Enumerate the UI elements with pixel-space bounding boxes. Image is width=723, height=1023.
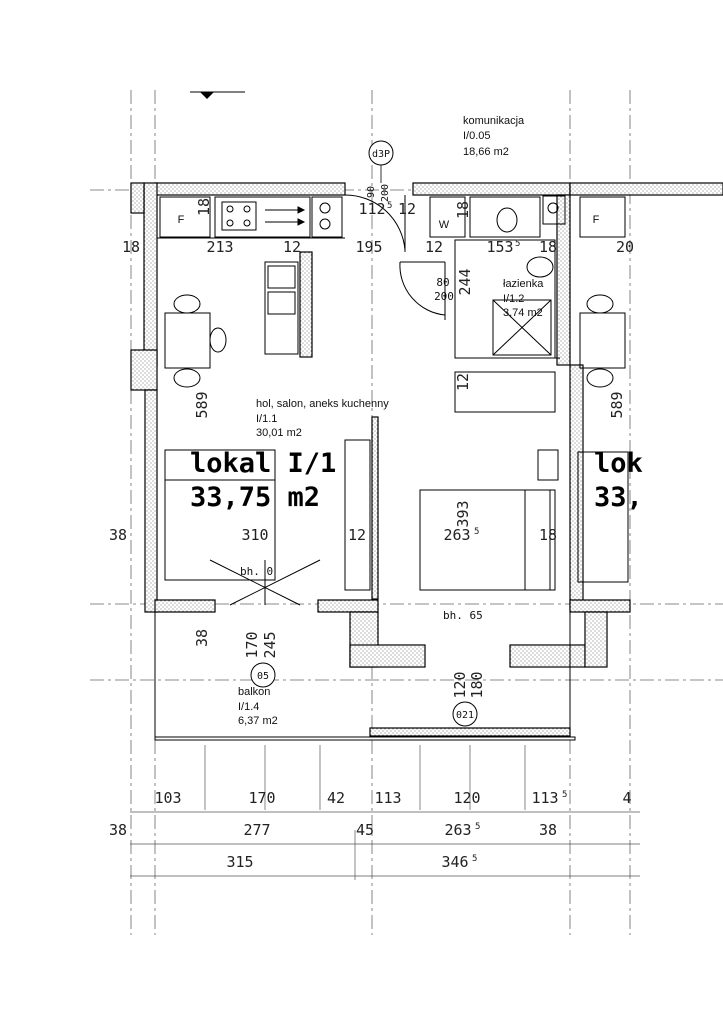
svg-text:195: 195	[355, 238, 382, 256]
dimensions-row-3: 315 346 5	[226, 853, 477, 871]
svg-text:113: 113	[531, 789, 558, 807]
svg-text:90: 90	[366, 186, 377, 198]
svg-text:18: 18	[539, 526, 557, 544]
corridor-code: I/0.05	[463, 130, 491, 142]
window-tag-021: 021	[456, 710, 474, 721]
walls	[130, 182, 723, 737]
living-code: I/1.1	[256, 413, 277, 425]
dining-set-right	[579, 294, 626, 388]
dining-set-left	[164, 294, 227, 388]
dimensions-middle: 38 310 12 263 5 18	[109, 526, 557, 544]
svg-text:310: 310	[241, 526, 268, 544]
vents	[319, 202, 559, 230]
corridor-area: 18,66 m2	[463, 146, 509, 158]
sink	[267, 207, 554, 315]
svg-text:18: 18	[454, 201, 472, 219]
balcony-grid	[130, 745, 640, 880]
svg-text:12: 12	[398, 200, 416, 218]
balcony-area: 6,37 m2	[238, 715, 278, 727]
svg-text:153: 153	[486, 238, 513, 256]
unit-area: 33,75 m2	[190, 482, 320, 513]
svg-text:4: 4	[622, 789, 631, 807]
dimensions-row-2: 38 277 45 263 5 38	[109, 821, 557, 839]
svg-text:113: 113	[374, 789, 401, 807]
svg-text:245: 245	[261, 631, 279, 658]
washer-label: W	[439, 219, 450, 231]
svg-text:277: 277	[243, 821, 270, 839]
fridge-label: F	[178, 214, 185, 226]
tag-021: 021	[452, 701, 478, 727]
balcony-code: I/1.4	[238, 701, 259, 713]
svg-text:5: 5	[562, 790, 567, 800]
corridor-name: komunikacja	[463, 115, 525, 127]
svg-text:18: 18	[539, 238, 557, 256]
balcony-name: balkon	[238, 686, 270, 698]
svg-text:589: 589	[193, 391, 211, 418]
svg-text:170: 170	[243, 631, 261, 658]
svg-text:315: 315	[226, 853, 253, 871]
bathroom-name: łazienka	[503, 278, 544, 290]
svg-text:5: 5	[474, 527, 479, 537]
dimensions-vertical: 589 589 12 393 38 170 245 120 180	[193, 373, 626, 699]
living-area: 30,01 m2	[256, 427, 302, 439]
svg-text:45: 45	[356, 821, 374, 839]
svg-text:12: 12	[283, 238, 301, 256]
sill-height-65: bh. 65	[443, 609, 483, 622]
svg-text:200: 200	[434, 290, 454, 303]
svg-text:18: 18	[195, 198, 213, 216]
svg-text:12: 12	[425, 238, 443, 256]
svg-text:38: 38	[109, 821, 127, 839]
svg-text:180: 180	[468, 671, 486, 698]
svg-text:12: 12	[348, 526, 366, 544]
svg-text:120: 120	[451, 671, 469, 698]
svg-text:5: 5	[475, 822, 480, 832]
svg-text:5: 5	[387, 201, 392, 211]
svg-text:42: 42	[327, 789, 345, 807]
svg-text:5: 5	[515, 239, 520, 249]
tag-05: 05	[250, 662, 276, 688]
bathroom-area: 3,74 m2	[503, 307, 543, 319]
svg-text:170: 170	[248, 789, 275, 807]
svg-text:393: 393	[454, 500, 472, 527]
svg-text:244: 244	[456, 268, 474, 295]
next-unit-area: 33,	[594, 482, 643, 513]
svg-text:213: 213	[206, 238, 233, 256]
fridge-label-2: F	[593, 214, 600, 226]
svg-text:12: 12	[454, 373, 472, 391]
dimensions-row-1: 103 170 42 113 120 113 5 4	[154, 789, 631, 807]
svg-text:103: 103	[154, 789, 181, 807]
svg-text:18: 18	[122, 238, 140, 256]
svg-text:120: 120	[453, 789, 480, 807]
door-tag-05: 05	[257, 671, 269, 682]
section-marker	[190, 91, 245, 99]
living-name: hol, salon, aneks kuchenny	[256, 398, 389, 410]
doors	[209, 194, 446, 606]
svg-text:346: 346	[441, 853, 468, 871]
dimensions-top: 18 213 12 195 12 153 5 18 20 112 5 12 90…	[122, 184, 634, 303]
svg-text:20: 20	[616, 238, 634, 256]
unit-title: lokal I/1	[190, 448, 336, 479]
sill-height-0: bh. 0	[240, 565, 273, 578]
svg-text:38: 38	[539, 821, 557, 839]
svg-text:5: 5	[472, 854, 477, 864]
svg-text:263: 263	[443, 526, 470, 544]
interior-lines	[154, 195, 629, 741]
stove	[221, 201, 257, 231]
next-unit-title: lok	[594, 448, 643, 479]
svg-text:112: 112	[358, 200, 385, 218]
svg-text:263: 263	[444, 821, 471, 839]
bathroom-code: I/1.2	[503, 293, 524, 305]
svg-text:200: 200	[380, 184, 391, 202]
svg-text:80: 80	[436, 276, 449, 289]
arrows	[265, 206, 306, 226]
door-tag-d3p: d3P	[372, 149, 390, 160]
svg-text:38: 38	[193, 629, 211, 647]
svg-text:38: 38	[109, 526, 127, 544]
tag-d3p: d3P	[368, 140, 394, 183]
svg-text:589: 589	[608, 391, 626, 418]
